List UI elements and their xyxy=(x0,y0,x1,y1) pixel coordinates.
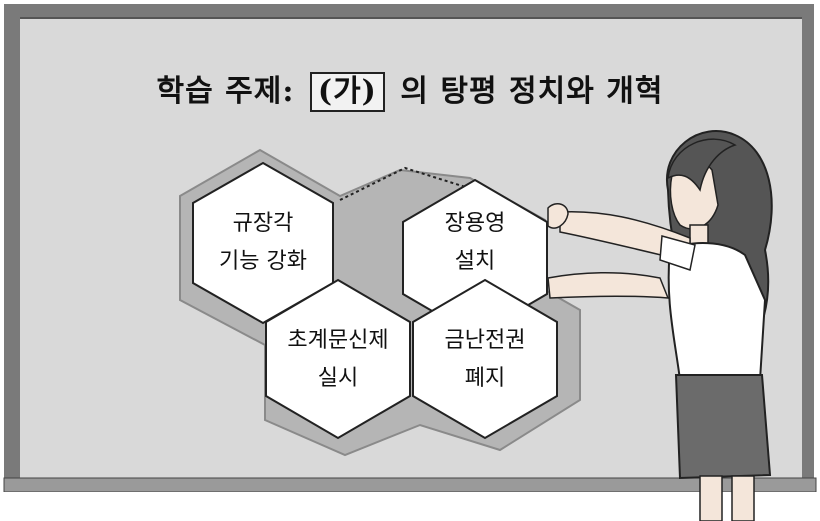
hexagon-4-label: 금난전권 폐지 xyxy=(420,322,550,398)
dashed-connector xyxy=(339,166,476,201)
hexagon-4-line1: 금난전권 xyxy=(444,328,526,353)
hexagon-4 xyxy=(412,278,558,440)
hexagon-1 xyxy=(192,161,334,325)
hexagon-1-label: 규장각 기능 강화 xyxy=(198,205,328,281)
title-suffix: 의 탕평 정치와 개혁 xyxy=(400,74,664,109)
hexagon-2-label: 장용영 설치 xyxy=(410,205,540,281)
hexagon-2-line2: 설치 xyxy=(454,249,496,274)
student-figure xyxy=(547,130,773,521)
hexagon-1-line2: 기능 강화 xyxy=(219,249,307,274)
title-blank-box: (가) xyxy=(309,72,385,112)
hexagon-4-line2: 폐지 xyxy=(464,366,506,391)
hexagon-3 xyxy=(265,278,411,440)
hexagon-3-label: 초계문신제 실시 xyxy=(273,322,403,398)
chalk-tray xyxy=(3,477,817,493)
title-prefix: 학습 주제: xyxy=(156,74,295,109)
lesson-title: 학습 주제: (가) 의 탕평 정치와 개혁 xyxy=(0,66,820,112)
hexagon-3-line2: 실시 xyxy=(317,366,359,391)
hexagon-2-line1: 장용영 xyxy=(444,211,506,236)
hexagon-1-line1: 규장각 xyxy=(232,211,294,236)
hexagon-3-line1: 초계문신제 xyxy=(287,328,389,353)
